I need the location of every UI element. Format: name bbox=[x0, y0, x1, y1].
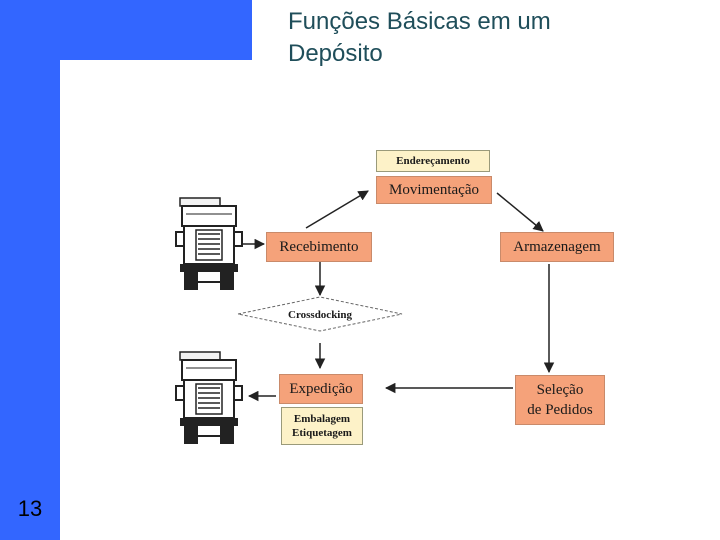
recebimento-box: Recebimento bbox=[266, 232, 372, 262]
expedicao-box: Expedição bbox=[279, 374, 363, 404]
top-accent-bar bbox=[0, 0, 252, 60]
truck-icon bbox=[175, 351, 243, 445]
slide-number: 13 bbox=[17, 496, 43, 521]
slide-title: Funções Básicas em um Depósito bbox=[288, 6, 708, 70]
slide-title-line-2: Depósito bbox=[288, 40, 383, 67]
arrow-movimentacao-to-armazenagem bbox=[496, 192, 544, 232]
movimentacao-box: Movimentação bbox=[376, 176, 492, 204]
truck-icon bbox=[175, 197, 243, 291]
crossdocking-decision-diamond bbox=[237, 296, 403, 332]
crossdocking-label: Crossdocking bbox=[288, 309, 352, 321]
embalagem-etiquetagem-box: Embalagem Etiquetagem bbox=[281, 407, 363, 445]
embalagem-line-2: Etiquetagem bbox=[292, 427, 352, 439]
selecao-line-1: Seleção bbox=[536, 382, 584, 398]
slide-title-line-1: Funções Básicas em um bbox=[288, 8, 551, 35]
embalagem-line-1: Embalagem bbox=[293, 413, 351, 425]
left-accent-bar bbox=[0, 0, 60, 540]
selecao-de-pedidos-box: Seleção de Pedidos bbox=[515, 375, 605, 425]
armazenagem-box: Armazenagem bbox=[500, 232, 614, 262]
arrow-recebimento-to-movimentacao bbox=[305, 190, 369, 229]
selecao-line-2: de Pedidos bbox=[527, 402, 593, 418]
enderecamento-box: Endereçamento bbox=[376, 150, 490, 172]
